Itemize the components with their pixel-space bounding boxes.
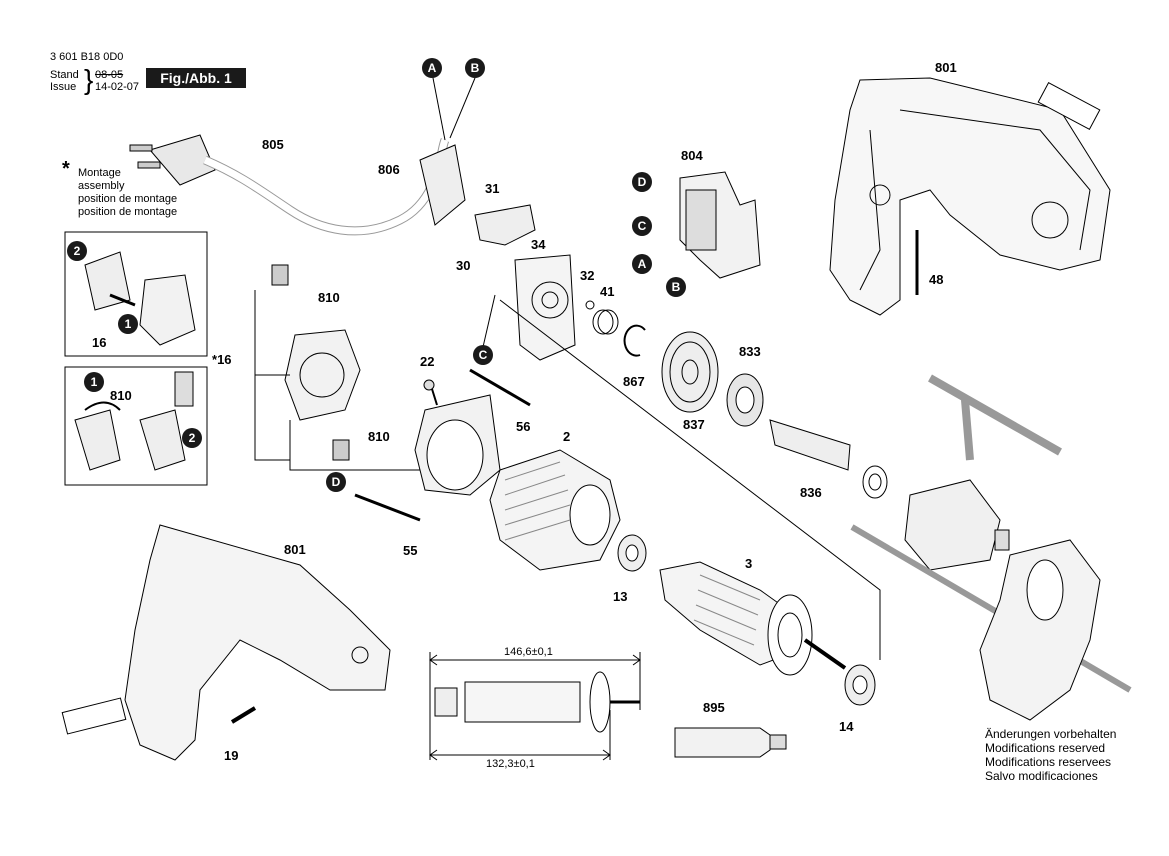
stand-value: 08-05: [95, 69, 124, 81]
part-810-upper: 810: [318, 290, 340, 305]
modifications-notice: Änderungen vorbehalten Modifications res…: [985, 727, 1116, 783]
notice-line-1: Änderungen vorbehalten: [985, 727, 1117, 741]
part-16-inset: 16: [92, 335, 107, 350]
brace: }: [84, 64, 94, 95]
part-56: 56: [516, 419, 531, 434]
side-handle-drawing: [850, 524, 1132, 721]
marker-b-cord: B: [465, 58, 485, 78]
brush-frame-drawing: [414, 394, 501, 496]
part-22: 22: [420, 354, 435, 369]
dimension-inner: 132,3±0,1: [486, 758, 535, 770]
part-55: 55: [403, 543, 418, 558]
part-806: 806: [378, 162, 400, 177]
part-31: 31: [485, 181, 500, 196]
part-805: 805: [262, 137, 284, 152]
gear-drawing: [661, 331, 764, 427]
marker-d-lead: D: [326, 472, 346, 492]
part-801-top: 801: [935, 60, 957, 75]
part-34: 34: [531, 237, 546, 252]
marker-a-switch: A: [632, 254, 652, 274]
spring-drawing: [585, 300, 646, 357]
part-810-lower: 810: [368, 429, 390, 444]
power-cord-drawing: [129, 77, 476, 236]
bearing-14-drawing: [499, 299, 881, 706]
part-16-number: 16: [217, 352, 232, 367]
marker-a-cord: A: [422, 58, 442, 78]
bearing-13-drawing: [617, 534, 647, 572]
part-41: 41: [600, 284, 615, 299]
inset-bottom-step-2: 2: [182, 428, 202, 448]
dimension-overall: 146,6±0,1: [504, 646, 553, 658]
part-3: 3: [745, 556, 753, 571]
brush-holder-drawing: [254, 264, 420, 471]
switch-drawing: [679, 171, 761, 279]
screws-drawing: [423, 379, 438, 406]
assembly-inset-top: [64, 231, 208, 357]
stand-label: Stand: [50, 69, 79, 81]
drill-housing-bottom-drawing: [61, 524, 391, 761]
legend-line-2: assembly: [78, 180, 125, 192]
part-836: 836: [800, 485, 822, 500]
grease-tube-drawing: [674, 727, 787, 758]
notice-line-4: Salvo modificaciones: [985, 769, 1098, 783]
inset-bottom-step-1: 1: [84, 372, 104, 392]
star-marker: *: [62, 158, 70, 180]
legend-line-3: position de montage: [78, 193, 178, 205]
part-895: 895: [703, 700, 725, 715]
legend-line-1: Montage: [78, 167, 121, 179]
armature-drawing: [659, 561, 847, 676]
inset-top-step-1: 1: [118, 314, 138, 334]
part-16-assembly: *16: [212, 352, 232, 367]
marker-d-switch: D: [632, 172, 652, 192]
part-867: 867: [623, 374, 645, 389]
part-810-inset: 810: [110, 388, 132, 403]
chuck-drawing: [904, 374, 1062, 571]
stator-drawing: [489, 449, 621, 571]
marker-c-switch: C: [632, 216, 652, 236]
brush-plate-drawing: [474, 204, 576, 361]
part-837: 837: [683, 417, 705, 432]
doc-number: 3 601 B18 0D0: [50, 51, 124, 63]
part-801-bottom: 801: [284, 542, 306, 557]
part-833: 833: [739, 344, 761, 359]
legend-line-4: position de montage: [78, 206, 178, 218]
dimension-armature-drawing: [429, 652, 641, 761]
part-30: 30: [456, 258, 471, 273]
issue-label: Issue: [50, 81, 77, 93]
part-48: 48: [929, 272, 944, 287]
part-2: 2: [563, 429, 571, 444]
marker-c-lead: C: [473, 345, 493, 365]
part-804: 804: [681, 148, 703, 163]
marker-b-switch: B: [666, 277, 686, 297]
part-32: 32: [580, 268, 595, 283]
part-14: 14: [839, 719, 854, 734]
figure-label: Fig./Abb. 1: [146, 68, 246, 88]
spindle-drawing: [769, 419, 888, 499]
part-19: 19: [224, 748, 239, 763]
notice-line-2: Modifications reserved: [985, 741, 1106, 755]
notice-line-3: Modifications reservees: [985, 755, 1112, 769]
issue-value: 14-02-07: [95, 81, 140, 93]
inset-top-step-2: 2: [67, 241, 87, 261]
housing-half-top-drawing: [829, 77, 1111, 316]
part-13: 13: [613, 589, 628, 604]
